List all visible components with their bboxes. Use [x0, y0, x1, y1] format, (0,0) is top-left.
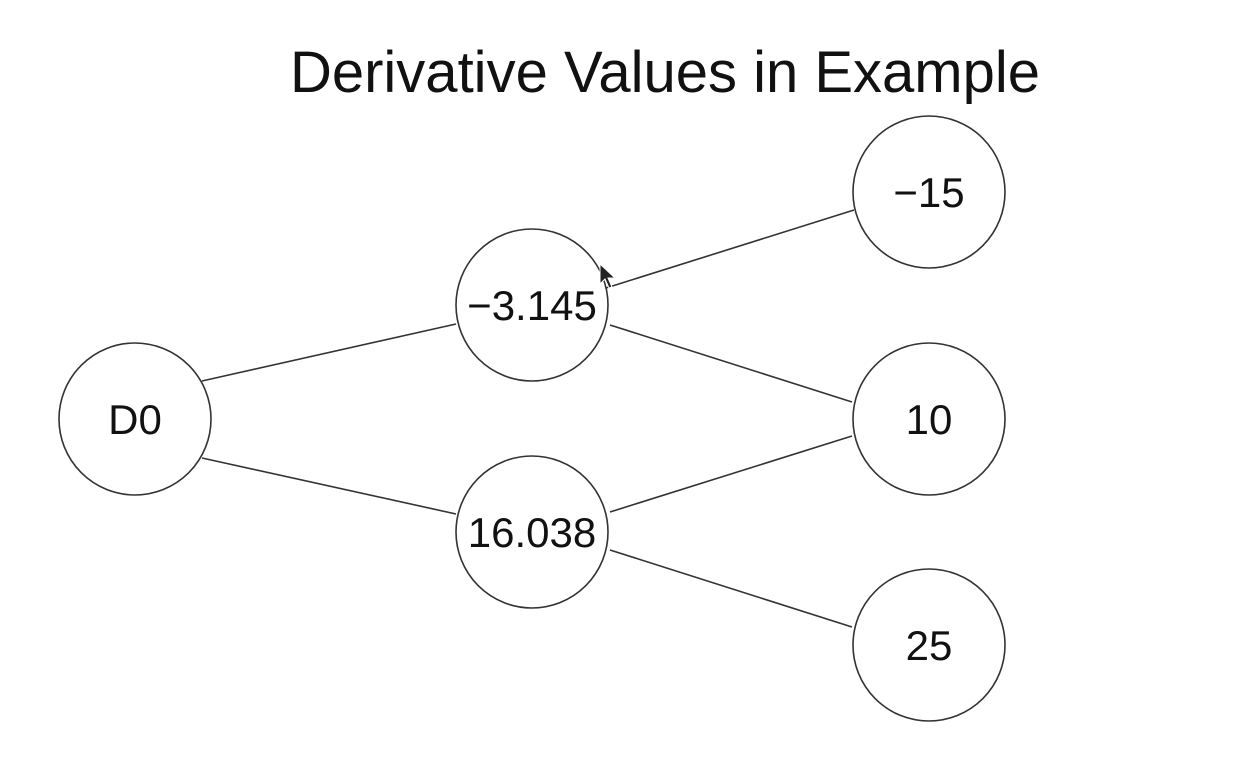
node-root: D0: [58, 342, 212, 496]
node-mid-top-label: −3.145: [467, 282, 597, 329]
edge-mid-top-to-leaf-top: [605, 209, 855, 289]
slide-title: Derivative Values in Example: [289, 40, 1041, 105]
edge-root-to-mid-top: [201, 323, 457, 382]
node-mid-bottom-label: 16.038: [468, 509, 596, 556]
node-leaf-middle-label: 10: [906, 396, 953, 443]
node-mid-bottom: 16.038: [455, 455, 609, 609]
node-root-label: D0: [108, 396, 162, 443]
edge-mid-top-to-leaf-middle: [609, 324, 853, 403]
node-leaf-middle: 10: [852, 342, 1006, 496]
mouse-cursor-icon: [599, 262, 617, 289]
node-leaf-bottom-label: 25: [906, 622, 953, 669]
node-leaf-bottom: 25: [852, 568, 1006, 722]
edge-root-to-mid-bottom: [201, 457, 457, 515]
node-mid-top: −3.145: [455, 228, 609, 382]
node-leaf-top-label: −15: [893, 169, 964, 216]
edge-mid-bottom-to-leaf-middle: [609, 435, 853, 513]
edge-mid-bottom-to-leaf-bottom: [609, 549, 853, 628]
node-leaf-top: −15: [852, 115, 1006, 269]
